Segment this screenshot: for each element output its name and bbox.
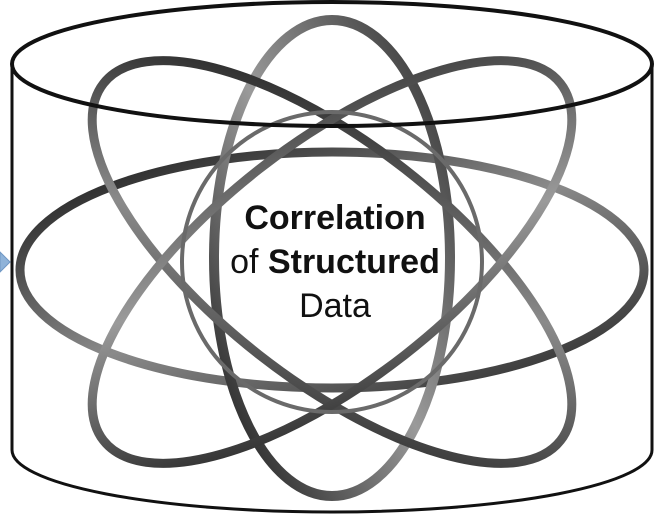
- caption-of: of: [230, 243, 259, 281]
- side-arrow-icon: [0, 251, 11, 273]
- caption-structured: Structured: [267, 243, 440, 281]
- orbit-vertical: [209, 15, 455, 501]
- caption-data: Data: [299, 287, 371, 325]
- orbit-tilted-left: [87, 56, 577, 468]
- orbits: [15, 15, 649, 501]
- orbit-horizontal: [15, 147, 649, 393]
- diagram-caption: Correlation of Structured Data: [170, 196, 500, 328]
- caption-correlation: Correlation: [244, 199, 426, 237]
- cylinder-body: [10, 62, 654, 514]
- orbit-tilted-right: [87, 56, 577, 468]
- orbit-inner-ring: [180, 110, 484, 414]
- cylinder-top: [10, 0, 654, 128]
